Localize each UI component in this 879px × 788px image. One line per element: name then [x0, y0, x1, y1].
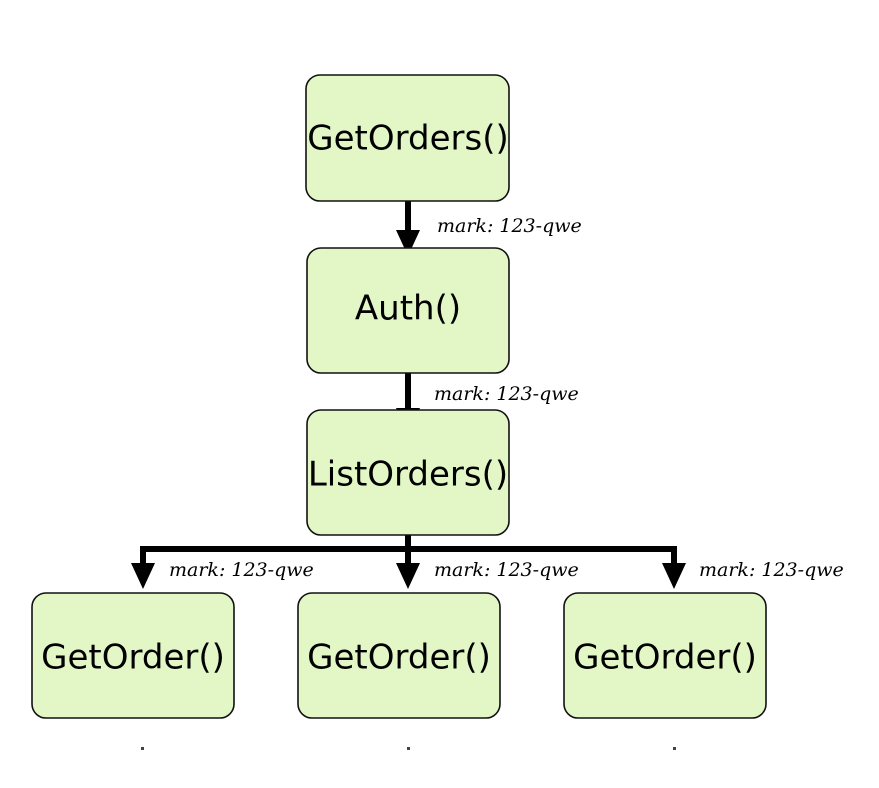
node-get-orders: GetOrders(): [305, 74, 510, 202]
node-auth-label: Auth(): [355, 289, 461, 329]
edge-list-orders-to-get-order-3-arrowhead: [662, 563, 686, 589]
node-get-orders-label: GetOrders(): [307, 119, 508, 159]
continuation-dot-3: [673, 747, 676, 750]
edge-label-auth-to-list-orders: mark: 123-qwe: [434, 383, 579, 405]
node-get-order-1: GetOrder(): [31, 592, 235, 719]
node-get-order-1-box: [31, 592, 235, 719]
edge-label-list-orders-to-get-order-1: mark: 123-qwe: [169, 559, 314, 581]
node-list-orders: ListOrders(): [306, 409, 510, 536]
node-get-order-3-box: [563, 592, 767, 719]
edge-label-get-orders-to-auth: mark: 123-qwe: [437, 215, 582, 237]
continuation-dot-1: [141, 747, 144, 750]
node-get-orders-box: [305, 74, 510, 202]
node-get-order-3-label: GetOrder(): [573, 638, 757, 678]
node-get-order-2-label: GetOrder(): [307, 638, 491, 678]
edge-list-orders-to-get-order-2-arrowhead: [396, 563, 420, 589]
continuation-dot-2: [407, 747, 410, 750]
edge-label-list-orders-to-get-order-2: mark: 123-qwe: [434, 559, 579, 581]
node-get-order-3: GetOrder(): [563, 592, 767, 719]
edge-get-orders-to-auth-arrowhead: [396, 230, 420, 256]
node-get-order-1-label: GetOrder(): [41, 638, 225, 678]
node-auth: Auth(): [306, 247, 510, 374]
edge-list-orders-to-get-order-1-arrowhead: [131, 563, 155, 589]
node-get-order-2: GetOrder(): [297, 592, 501, 719]
node-get-order-2-box: [297, 592, 501, 719]
node-auth-box: [306, 247, 510, 374]
node-list-orders-box: [306, 409, 510, 536]
node-list-orders-label: ListOrders(): [308, 455, 508, 495]
edge-label-list-orders-to-get-order-3: mark: 123-qwe: [699, 559, 844, 581]
